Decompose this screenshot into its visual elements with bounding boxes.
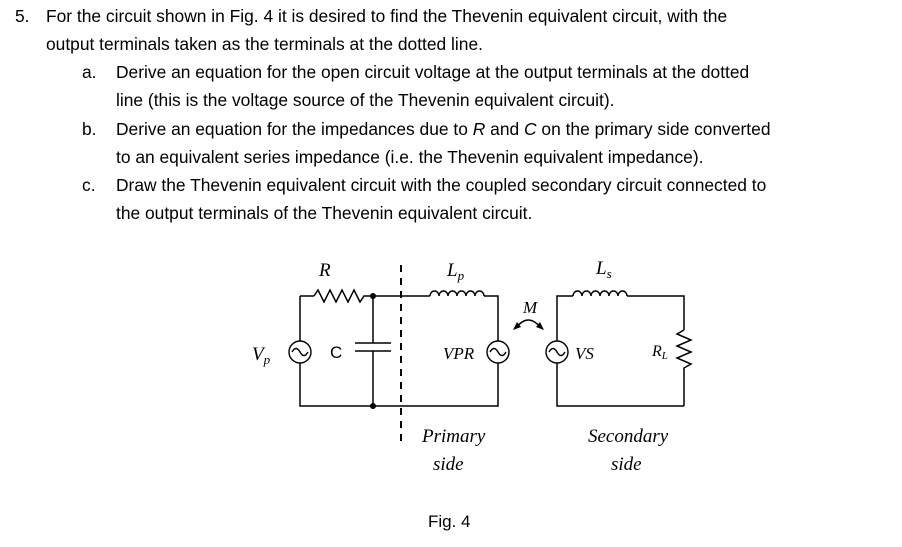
terminal-dot-top: [370, 293, 376, 299]
label-primary-line-2: side: [433, 454, 464, 475]
part-b-line-1: Derive an equation for the impedances du…: [116, 115, 771, 143]
part-a-letter: a.: [82, 62, 97, 82]
label-r: R: [318, 260, 331, 281]
wire-secondary-top: [627, 295, 685, 330]
source-vp: [288, 340, 312, 364]
label-lp: Lp: [446, 260, 465, 283]
label-lp-main: L: [446, 260, 458, 281]
wire-bottom-terminal: [373, 363, 499, 407]
label-lp-sub: p: [457, 268, 465, 283]
wire-secondary-left: [556, 295, 573, 341]
part-c-letter: c.: [82, 175, 96, 195]
part-b-seg-1: Derive an equation for the impedances du…: [116, 119, 473, 139]
source-vp-wave: [291, 347, 309, 357]
wire-secondary-bottom: [556, 363, 684, 407]
question-line-1: For the circuit shown in Fig. 4 it is de…: [46, 6, 728, 26]
question-line-2: output terminals taken as the terminals …: [46, 34, 483, 54]
part-b-R-italic: R: [472, 119, 486, 139]
part-a-line-1: Derive an equation for the open circuit …: [116, 62, 750, 82]
source-vs: [545, 340, 569, 364]
part-b-line-2: to an equivalent series impedance (i.e. …: [116, 147, 704, 167]
source-vpr: [486, 340, 510, 364]
label-m: M: [522, 298, 538, 317]
label-vp: Vp: [252, 344, 271, 367]
mutual-arrowhead-left: [513, 322, 521, 330]
resistor-r: [313, 288, 373, 304]
terminal-dot-bottom: [370, 403, 376, 409]
label-rl-sub: L: [661, 350, 668, 362]
source-vs-wave: [548, 347, 566, 357]
label-vp-main: V: [252, 344, 266, 365]
label-ls-sub: s: [607, 266, 612, 281]
part-b-letter: b.: [82, 119, 97, 139]
label-rl-main: R: [651, 343, 662, 360]
inductor-ls: [572, 290, 628, 297]
part-a-line-2: line (this is the voltage source of the …: [116, 90, 615, 110]
source-vpr-wave: [489, 347, 507, 357]
label-secondary-line-1: Secondary: [588, 426, 669, 447]
label-ls: Ls: [595, 258, 612, 281]
label-rl: RL: [651, 343, 668, 362]
label-ls-main: L: [595, 258, 607, 279]
label-secondary-line-2: side: [611, 454, 642, 475]
figure-caption: Fig. 4: [428, 512, 471, 531]
part-b-seg-5: on the primary side converted: [536, 119, 771, 139]
mutual-arrowhead-right: [536, 322, 544, 330]
label-c: C: [330, 343, 342, 362]
question-number: 5.: [15, 6, 30, 26]
wire-primary-left-bottom: [299, 363, 373, 407]
label-vp-sub: p: [263, 352, 271, 367]
label-vpr: VPR: [443, 344, 475, 363]
inductor-lp: [429, 290, 485, 297]
wire-lp-right: [484, 295, 499, 341]
part-b-seg-3: and: [485, 119, 524, 139]
part-c-line-1: Draw the Thevenin equivalent circuit wit…: [116, 175, 767, 195]
part-b-C-italic: C: [524, 119, 537, 139]
label-primary-line-1: Primary: [421, 426, 486, 447]
label-vs: VS: [575, 344, 594, 363]
resistor-rl: [675, 329, 693, 406]
part-c-line-2: the output terminals of the Thevenin equ…: [116, 203, 533, 223]
